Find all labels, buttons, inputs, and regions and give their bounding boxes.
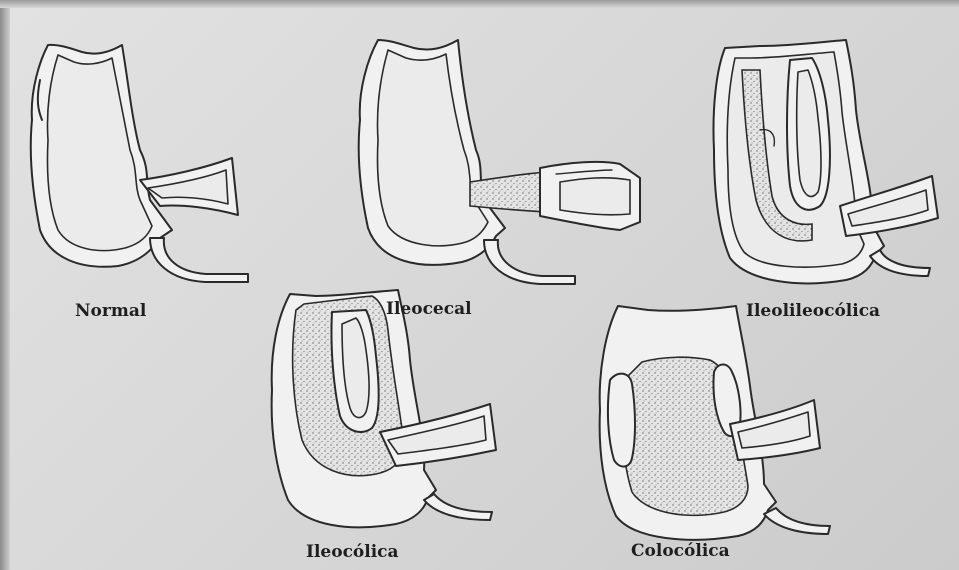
label-ileoileocolica: Ileolileocólica — [746, 301, 880, 321]
figure-colocolica — [600, 306, 830, 540]
figure-ileocecal — [359, 40, 640, 284]
label-ileocecal: Ileocecal — [386, 299, 472, 319]
figure-ileocolica — [272, 290, 496, 527]
colocolica-fold-left — [608, 374, 635, 467]
figure-ileoileocolica — [713, 40, 938, 283]
normal-appendix — [150, 238, 248, 282]
figure-normal — [31, 45, 248, 282]
label-normal: Normal — [75, 301, 146, 321]
ileocecal-appendix — [484, 240, 575, 284]
label-ileocolica: Ileocólica — [306, 542, 399, 562]
colocolica-appendix — [764, 508, 830, 534]
label-colocolica: Colocólica — [631, 541, 730, 561]
ileocolica-appendix — [424, 494, 492, 520]
ileocecal-ileum-inner — [560, 178, 630, 215]
ileoileo-appendix — [870, 250, 930, 276]
